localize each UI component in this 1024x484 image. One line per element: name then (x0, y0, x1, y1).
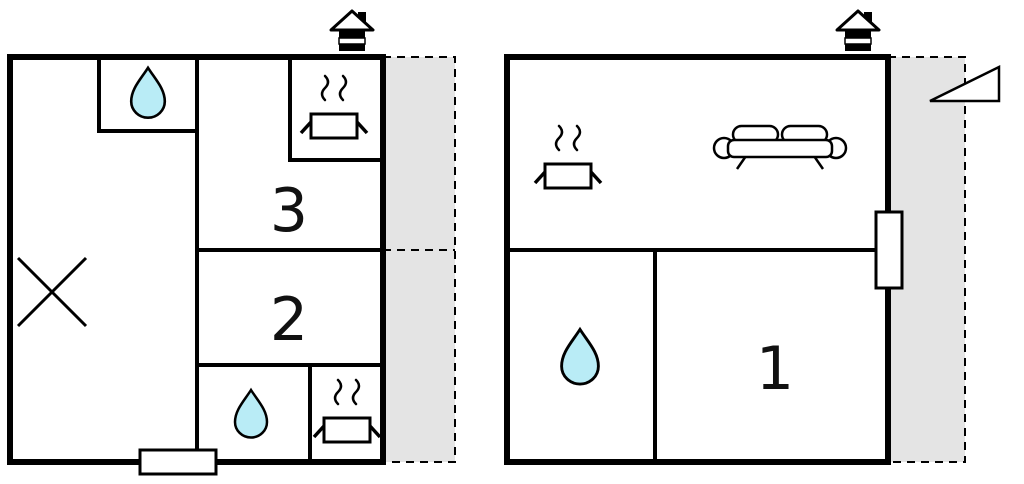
floor-plan-right: 1 (504, 9, 1001, 465)
chimney-icon (835, 9, 881, 53)
floor-plan-left: 3 2 (7, 9, 456, 476)
room-label-3: 3 (270, 176, 308, 246)
interior-walls-left (97, 55, 385, 464)
room-label-2: 2 (270, 285, 308, 355)
door-icon (874, 210, 904, 290)
interior-walls-right (505, 248, 890, 464)
terrace-left (382, 56, 456, 463)
chimney-icon (329, 9, 375, 53)
entrance-arrow-icon (929, 64, 1001, 103)
door-icon (138, 448, 218, 476)
room-label-1: 1 (756, 334, 794, 404)
stairs-cross-icon (16, 256, 88, 328)
outer-wall-right (504, 54, 891, 465)
